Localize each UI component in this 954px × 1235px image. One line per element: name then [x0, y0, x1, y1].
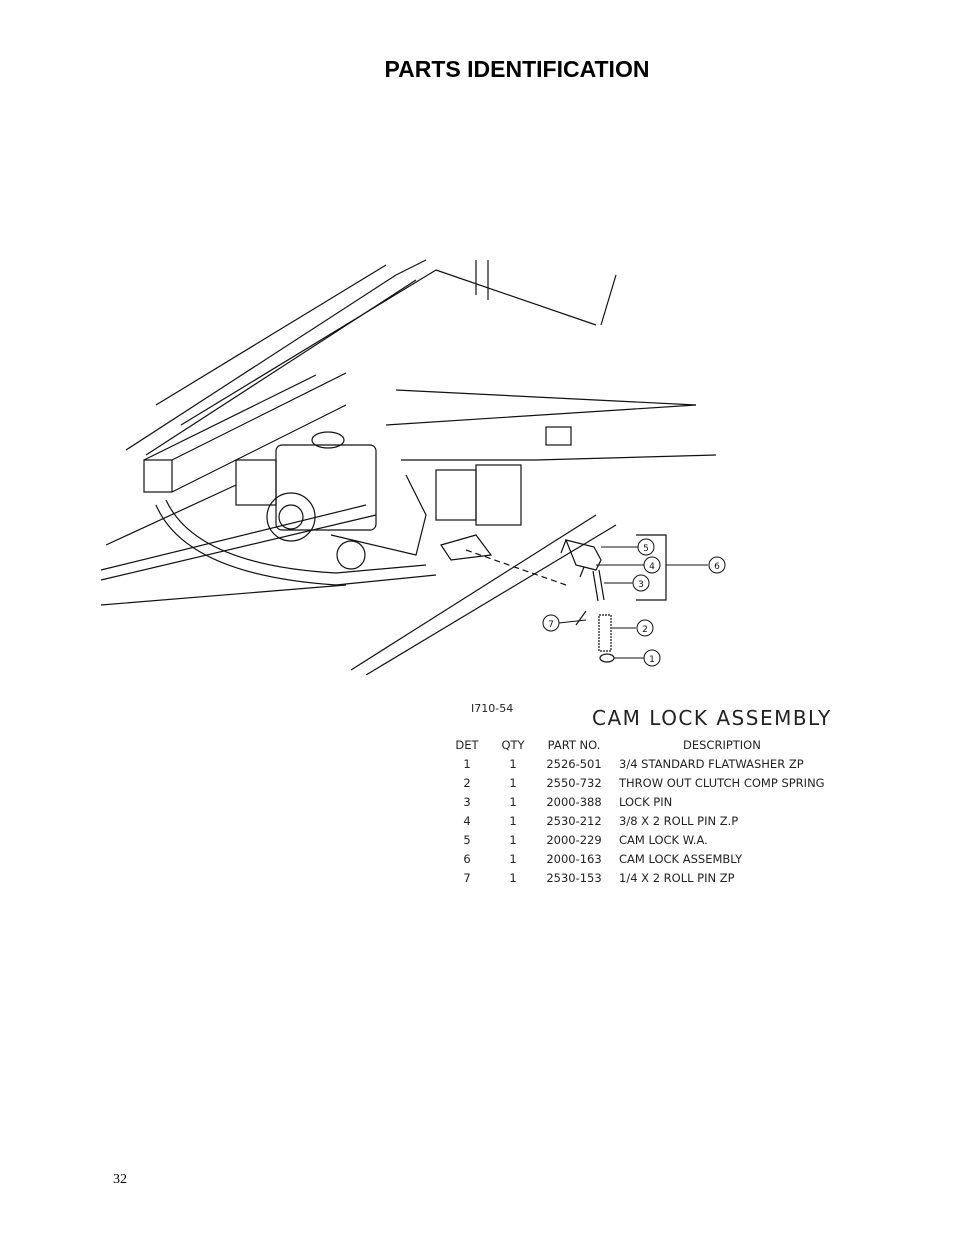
engine	[235, 431, 427, 570]
page-title: PARTS IDENTIFICATION	[384, 56, 650, 82]
table-row: 4 1 2530-212 3/8 X 2 ROLL PIN Z.P	[452, 812, 892, 831]
page-number: 32	[113, 1172, 127, 1187]
cell-part-no: 2526-501	[546, 757, 602, 771]
callout-3-label: 3	[638, 580, 644, 590]
parts-table: DET QTY PART NO. DESCRIPTION 1 1 2526-50…	[452, 736, 892, 888]
assembly-title: CAM LOCK ASSEMBLY	[592, 706, 832, 730]
callout-4-label: 4	[649, 562, 655, 572]
callout-6	[708, 556, 726, 574]
cell-det: 1	[463, 757, 471, 771]
cell-det: 2	[463, 776, 471, 790]
leader-lines	[558, 546, 708, 659]
cell-part-no: 2000-163	[546, 852, 602, 866]
header-part-no: PART NO.	[547, 738, 601, 752]
cell-description: CAM LOCK W.A.	[619, 833, 708, 847]
cell-det: 4	[463, 814, 471, 828]
cell-description: LOCK PIN	[619, 795, 673, 809]
cell-det: 6	[463, 852, 471, 866]
cell-part-no: 2000-388	[546, 795, 602, 809]
table-row: 5 1 2000-229 CAM LOCK W.A.	[452, 831, 892, 850]
cell-qty: 1	[509, 757, 517, 771]
angled-beam	[385, 389, 717, 461]
cell-part-no: 2550-732	[546, 776, 602, 790]
header-det: DET	[455, 738, 479, 752]
callout-3	[632, 574, 650, 592]
callout-2-label: 2	[642, 625, 648, 635]
cell-description: 3/8 X 2 ROLL PIN Z.P	[619, 814, 739, 828]
callout-1	[643, 649, 661, 667]
drawing-number: I710-54	[471, 702, 514, 715]
cell-det: 7	[463, 871, 471, 885]
cell-description: 1/4 X 2 ROLL PIN ZP	[619, 871, 735, 885]
callout-2	[636, 619, 654, 637]
mount-bracket	[435, 464, 522, 561]
cam-lock-illustration: 5 4 3 6 7 2 1	[100, 259, 726, 675]
cell-det: 3	[463, 795, 471, 809]
callout-7	[542, 614, 560, 632]
table-header-row: DET QTY PART NO. DESCRIPTION	[452, 736, 892, 755]
cell-part-no: 2530-212	[546, 814, 602, 828]
cell-qty: 1	[509, 871, 517, 885]
callout-7-label: 7	[548, 620, 554, 630]
cell-qty: 1	[509, 852, 517, 866]
callout-5	[637, 538, 655, 556]
callout-1-label: 1	[649, 655, 655, 665]
cell-qty: 1	[509, 795, 517, 809]
mower-deck	[155, 504, 437, 586]
callout-6-label: 6	[714, 562, 720, 572]
table-row: 6 1 2000-163 CAM LOCK ASSEMBLY	[452, 850, 892, 869]
callout-5-label: 5	[643, 544, 649, 554]
alignment-dashes	[465, 549, 567, 586]
table-row: 1 1 2526-501 3/4 STANDARD FLATWASHER ZP	[452, 755, 892, 774]
callout-balloons: 5 4 3 6 7 2 1	[542, 538, 726, 667]
cell-det: 5	[463, 833, 471, 847]
cell-description: 3/4 STANDARD FLATWASHER ZP	[619, 757, 804, 771]
header-qty: QTY	[501, 738, 525, 752]
cell-description: CAM LOCK ASSEMBLY	[619, 852, 743, 866]
cell-part-no: 2530-153	[546, 871, 602, 885]
callout-4	[643, 556, 661, 574]
cell-qty: 1	[509, 833, 517, 847]
square-tube	[143, 372, 347, 493]
table-row: 3 1 2000-388 LOCK PIN	[452, 793, 892, 812]
cell-description: THROW OUT CLUTCH COMP SPRING	[619, 776, 825, 790]
frame-rails	[100, 259, 617, 675]
cell-qty: 1	[509, 814, 517, 828]
header-description: DESCRIPTION	[683, 738, 761, 752]
table-row: 2 1 2550-732 THROW OUT CLUTCH COMP SPRIN…	[452, 774, 892, 793]
cell-part-no: 2000-229	[546, 833, 602, 847]
cell-qty: 1	[509, 776, 517, 790]
table-row: 7 1 2530-153 1/4 X 2 ROLL PIN ZP	[452, 869, 892, 888]
